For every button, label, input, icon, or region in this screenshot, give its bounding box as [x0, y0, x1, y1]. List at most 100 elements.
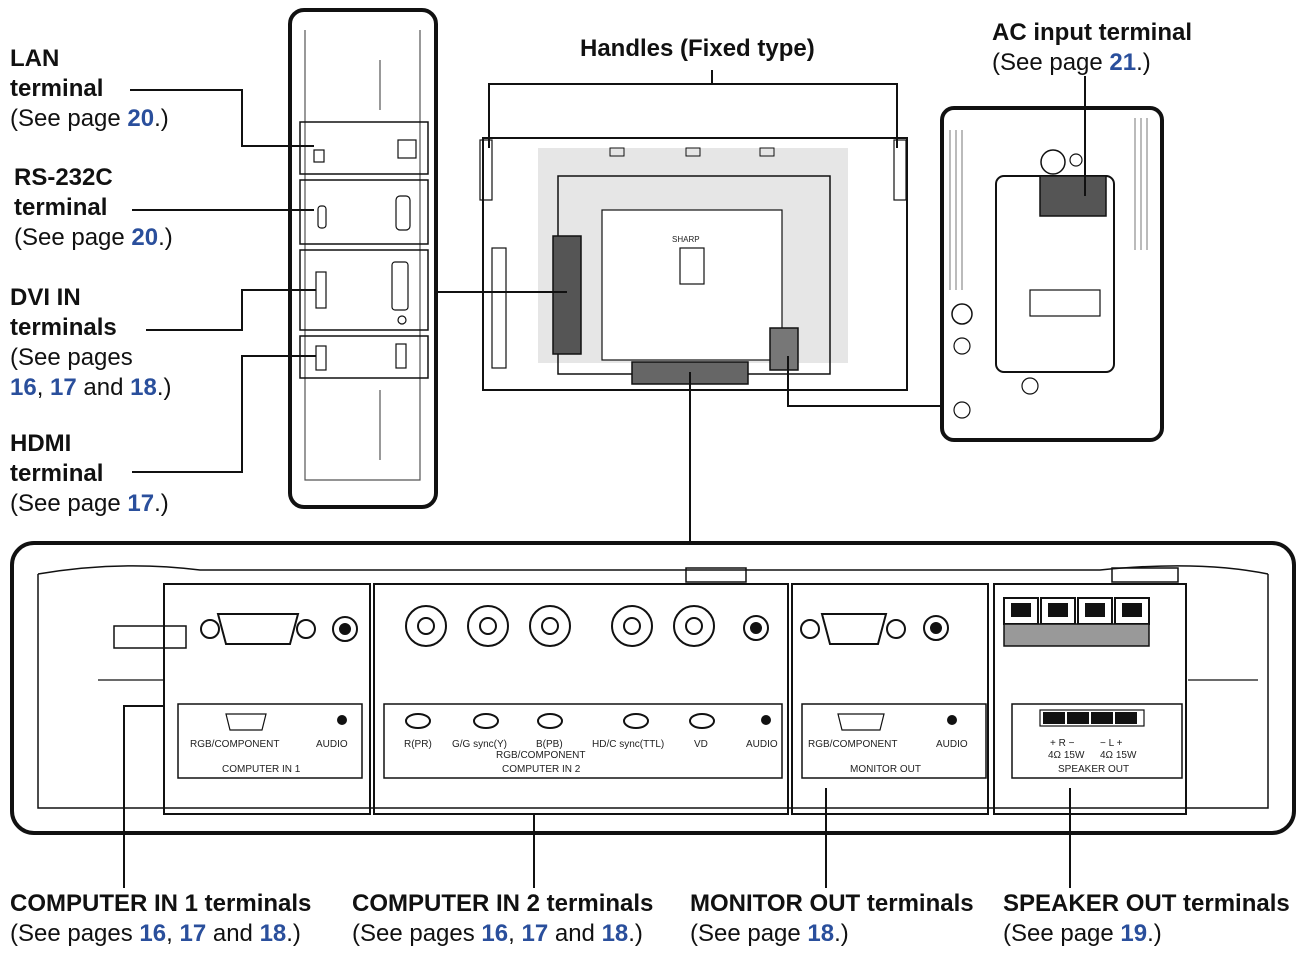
ref-suffix: .): [628, 920, 643, 947]
page-link[interactable]: 20: [131, 224, 159, 251]
lan-callout: LAN terminal (See page 20.): [10, 44, 169, 134]
ref-separator: ,: [166, 920, 180, 947]
panel-label-r-pr: R(PR): [404, 739, 432, 750]
panel-label-rgb-component-2: RGB/COMPONENT: [496, 750, 585, 761]
panel-label-monitor-out: MONITOR OUT: [850, 764, 921, 775]
terminal-panel-illustration: [10, 541, 1296, 835]
panel-label-computer-in-1: COMPUTER IN 1: [222, 764, 301, 775]
speaker-out-title: SPEAKER OUT terminals: [1003, 890, 1290, 917]
panel-label-vd: VD: [694, 739, 708, 750]
lan-title-line1: LAN: [10, 45, 60, 72]
ref-prefix: (See page: [992, 49, 1110, 76]
page-link[interactable]: 16: [10, 374, 37, 401]
speaker-out-ref: (See page 19.): [1003, 920, 1162, 947]
hdmi-callout: HDMI terminal (See page 17.): [10, 429, 169, 519]
computer-in-2-title: COMPUTER IN 2 terminals: [352, 890, 654, 917]
ref-prefix: (See pages: [352, 920, 482, 947]
rs232c-callout: RS-232C terminal (See page 20.): [14, 163, 173, 253]
speaker-out-connectors: [1003, 597, 1150, 727]
panel-label-speaker-l: − L +: [1100, 738, 1123, 749]
panel-label-speaker-out: SPEAKER OUT: [1058, 764, 1129, 775]
dvi-in-title-line1: DVI IN: [10, 284, 81, 311]
ref-separator: ,: [36, 374, 51, 401]
page-link[interactable]: 18: [259, 920, 287, 947]
hdmi-ref: (See page 17.): [10, 489, 169, 519]
computer-in-1-ref: (See pages 16, 17 and 18.): [10, 920, 301, 947]
ac-input-title: AC input terminal: [992, 19, 1193, 46]
page-link[interactable]: 17: [127, 490, 155, 517]
panel-label-speaker-l-spec: 4Ω 15W: [1100, 750, 1137, 761]
ref-separator: and: [548, 920, 602, 947]
panel-label-b-pb: B(PB): [536, 739, 563, 750]
rear-brand-logo: SHARP: [672, 235, 700, 244]
ref-suffix: .): [1136, 49, 1151, 76]
dvi-in-ref-line2: 16, 17 and 18.): [10, 373, 172, 403]
leader-lines: [123, 70, 1086, 888]
ref-suffix: .): [158, 224, 173, 251]
page-link[interactable]: 20: [127, 105, 155, 132]
panel-labels: RGB/COMPONENT AUDIO COMPUTER IN 1 R(PR) …: [190, 235, 1137, 775]
ref-suffix: .): [154, 490, 169, 517]
dvi-in-ref-line1: (See pages: [10, 344, 133, 371]
rs232c-title-line1: RS-232C: [14, 164, 113, 191]
rear-view-illustration: [479, 137, 908, 391]
ac-input-callout: AC input terminal (See page 21.): [992, 18, 1192, 78]
dvi-in-callout: DVI IN terminals (See pages 16, 17 and 1…: [10, 283, 172, 403]
page-link[interactable]: 19: [1120, 920, 1148, 947]
page-link[interactable]: 17: [521, 920, 549, 947]
ref-separator: and: [206, 920, 260, 947]
lan-title-line2: terminal: [10, 75, 104, 102]
dvi-in-title-line2: terminals: [10, 314, 117, 341]
ref-prefix: (See page: [10, 105, 128, 132]
ref-prefix: (See page: [690, 920, 808, 947]
hdmi-title-line1: HDMI: [10, 430, 72, 457]
panel-label-audio-2: AUDIO: [746, 739, 778, 750]
page-link[interactable]: 18: [130, 374, 157, 401]
computer-in-1-callout: COMPUTER IN 1 terminals (See pages 16, 1…: [10, 889, 311, 949]
page-link[interactable]: 18: [807, 920, 835, 947]
ac-input-inset-illustration: [940, 106, 1164, 442]
ref-suffix: .): [156, 374, 172, 401]
page-link[interactable]: 17: [50, 374, 77, 401]
ref-prefix: (See pages: [10, 920, 140, 947]
panel-label-computer-in-2: COMPUTER IN 2: [502, 764, 581, 775]
computer-in-1-title: COMPUTER IN 1 terminals: [10, 890, 312, 917]
panel-label-rgb-component-1: RGB/COMPONENT: [190, 739, 279, 750]
page-link[interactable]: 21: [1109, 49, 1137, 76]
rs232c-ref: (See page 20.): [14, 223, 173, 253]
side-panel-illustration: [288, 8, 438, 509]
monitor-out-ref: (See page 18.): [690, 920, 849, 947]
panel-label-speaker-r: + R −: [1050, 738, 1075, 749]
ref-suffix: .): [154, 105, 169, 132]
ref-suffix: .): [286, 920, 301, 947]
ref-prefix: (See page: [14, 224, 132, 251]
lan-ref: (See page 20.): [10, 104, 169, 134]
page-link[interactable]: 16: [481, 920, 509, 947]
panel-label-g-y: G/G sync(Y): [452, 739, 507, 750]
ref-suffix: .): [1147, 920, 1162, 947]
ref-prefix: (See page: [10, 490, 128, 517]
computer-in-2-connectors: [405, 605, 771, 729]
ref-separator: ,: [508, 920, 522, 947]
computer-in-1-connectors: [200, 613, 358, 731]
monitor-out-title: MONITOR OUT terminals: [690, 890, 974, 917]
panel-label-audio-1: AUDIO: [316, 739, 348, 750]
rs232c-title-line2: terminal: [14, 194, 108, 221]
computer-in-2-callout: COMPUTER IN 2 terminals (See pages 16, 1…: [352, 889, 653, 949]
hdmi-title-line2: terminal: [10, 460, 104, 487]
page-link[interactable]: 18: [601, 920, 629, 947]
page-link[interactable]: 17: [179, 920, 207, 947]
ref-suffix: .): [834, 920, 849, 947]
handles-callout: Handles (Fixed type): [580, 34, 815, 64]
monitor-out-callout: MONITOR OUT terminals (See page 18.): [690, 889, 974, 949]
panel-label-rgb-component-3: RGB/COMPONENT: [808, 739, 897, 750]
ref-separator: and: [76, 374, 131, 401]
computer-in-2-ref: (See pages 16, 17 and 18.): [352, 920, 643, 947]
ref-prefix: (See page: [1003, 920, 1121, 947]
speaker-out-callout: SPEAKER OUT terminals (See page 19.): [1003, 889, 1290, 949]
monitor-out-connectors: [800, 613, 957, 731]
page-link[interactable]: 16: [139, 920, 167, 947]
ac-input-ref: (See page 21.): [992, 48, 1192, 78]
